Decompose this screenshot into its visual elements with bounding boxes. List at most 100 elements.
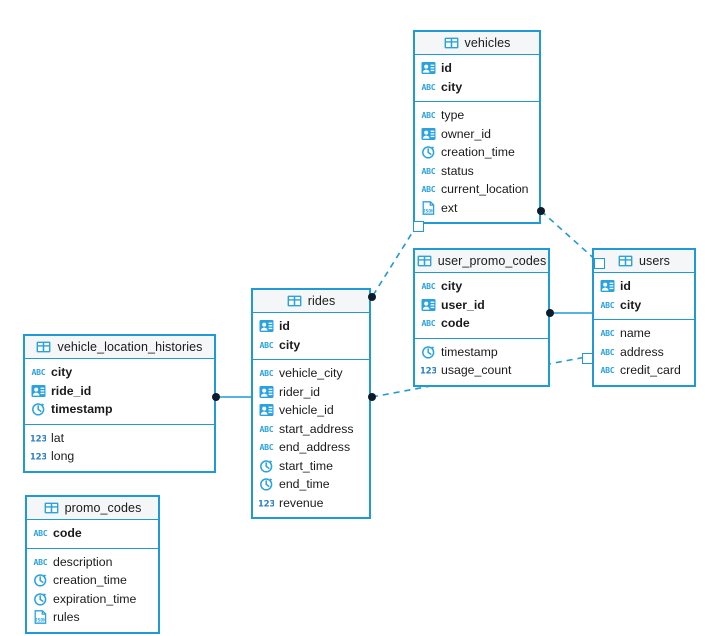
column-name: rider_id: [279, 384, 321, 399]
svg-text:ABC: ABC: [601, 328, 615, 338]
abc-icon: ABC: [601, 328, 615, 338]
column-name: city: [51, 365, 73, 380]
svg-text:ABC: ABC: [422, 281, 436, 291]
svg-text:ABC: ABC: [422, 82, 436, 92]
column-name: revenue: [279, 495, 324, 510]
abc-icon: ABC: [32, 367, 46, 377]
column-row[interactable]: expiration_time: [27, 590, 158, 609]
column-name: id: [441, 61, 452, 76]
table-header-vehicles[interactable]: vehicles: [415, 32, 539, 55]
column-row[interactable]: owner_id: [415, 125, 539, 144]
table-grid-icon: [417, 255, 432, 267]
column-row[interactable]: creation_time: [415, 143, 539, 162]
column-name: rules: [53, 610, 80, 625]
column-row[interactable]: user_id: [415, 296, 548, 315]
table-header-vehicle_location_histories[interactable]: vehicle_location_histories: [25, 336, 214, 359]
column-name: timestamp: [51, 402, 113, 417]
column-row[interactable]: id: [415, 59, 539, 78]
column-row[interactable]: rider_id: [253, 383, 369, 402]
column-name: owner_id: [441, 126, 491, 141]
column-name: expiration_time: [53, 591, 137, 606]
column-name: description: [53, 554, 113, 569]
column-row[interactable]: timestamp: [415, 343, 548, 362]
abc-icon: ABC: [260, 442, 274, 452]
svg-text:ABC: ABC: [260, 368, 274, 378]
svg-text:123: 123: [31, 453, 46, 463]
column-name: start_time: [279, 458, 333, 473]
column-row[interactable]: ABC description: [27, 553, 158, 572]
relationship-line-vehicles-rides[interactable]: [371, 224, 418, 298]
column-row[interactable]: id: [594, 277, 694, 296]
abc-icon: ABC: [34, 528, 48, 538]
table-title: vehicle_location_histories: [57, 340, 203, 354]
column-row[interactable]: vehicle_id: [253, 401, 369, 420]
relationship-endpoint-dot: [212, 393, 220, 401]
column-name: ext: [441, 200, 458, 215]
column-row[interactable]: end_time: [253, 475, 369, 494]
table-grid-icon: [44, 502, 58, 514]
relationship-endpoint-square: [593, 257, 605, 269]
column-row[interactable]: ABC vehicle_city: [253, 364, 369, 383]
id-card-icon: [421, 127, 436, 140]
column-row[interactable]: ride_id: [25, 382, 214, 401]
table-header-users[interactable]: users: [594, 250, 694, 273]
svg-text:ABC: ABC: [34, 528, 48, 538]
table-grid-icon: [444, 37, 458, 49]
svg-text:ABC: ABC: [34, 557, 48, 567]
column-row[interactable]: ABC city: [25, 363, 214, 382]
json-doc-icon: JSON: [34, 610, 47, 625]
table-grid-icon: [287, 295, 302, 307]
column-name: current_location: [441, 182, 529, 197]
table-title: promo_codes: [64, 501, 142, 515]
clock-icon: [34, 574, 47, 587]
column-name: timestamp: [441, 344, 498, 359]
table-header-rides[interactable]: rides: [253, 290, 369, 313]
clock-icon: [422, 146, 435, 159]
column-name: creation_time: [53, 573, 127, 588]
123-icon: 123: [31, 453, 46, 463]
column-name: id: [620, 279, 631, 294]
column-row[interactable]: creation_time: [27, 571, 158, 590]
column-name: user_id: [441, 297, 485, 312]
column-row[interactable]: timestamp: [25, 400, 214, 419]
column-name: lat: [51, 430, 64, 445]
table-header-promo_codes[interactable]: promo_codes: [27, 497, 158, 520]
column-name: vehicle_city: [279, 366, 343, 381]
column-row[interactable]: start_time: [253, 457, 369, 476]
svg-text:ABC: ABC: [260, 442, 274, 452]
column-row[interactable]: id: [253, 317, 369, 336]
table-header-user_promo_codes[interactable]: user_promo_codes: [415, 250, 548, 273]
column-row[interactable]: JSON rules: [27, 608, 158, 627]
